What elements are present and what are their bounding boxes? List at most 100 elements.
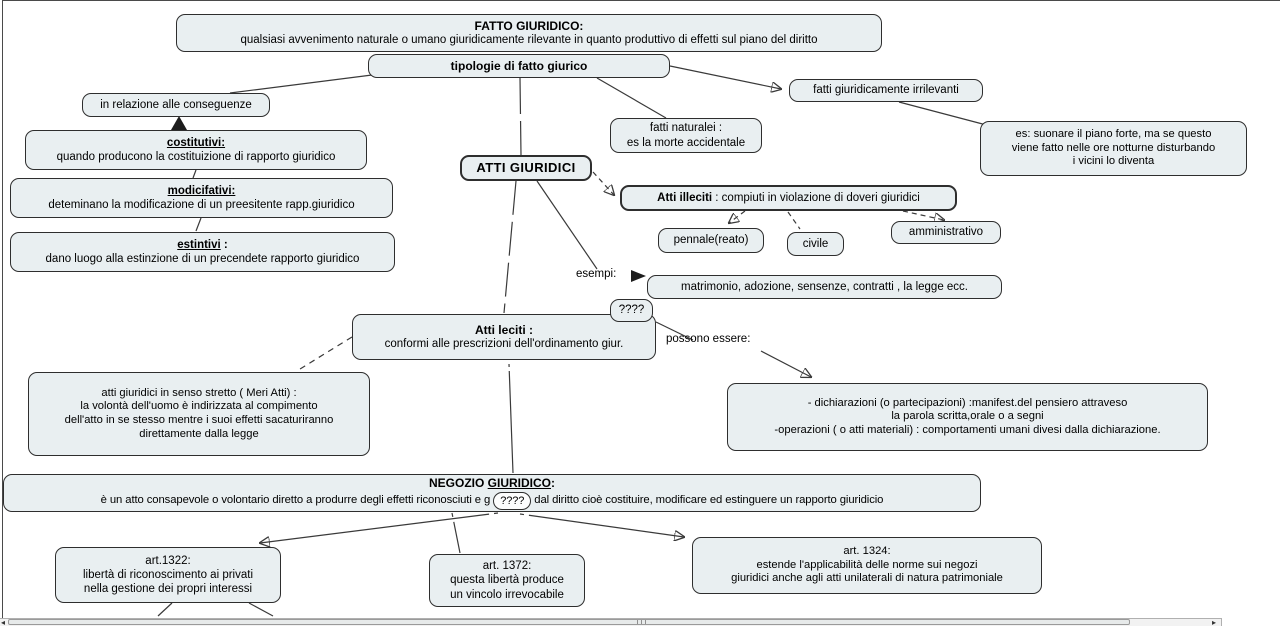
node-costitutivi[interactable]: costitutivi: quando producono la costitu… [25,130,367,170]
connector-tipologie-fattinaturalei [596,77,667,119]
connector-illeciti-civile [787,211,801,230]
horizontal-scrollbar-thumb[interactable] [8,619,1130,625]
node-line4: direttamente dalla legge [139,427,259,440]
node-desc: quando producono la costituizione di rap… [56,151,336,163]
node-line3: -operazioni ( o atti materiali) : compor… [774,423,1161,436]
node-label: civile [802,237,829,250]
node-fatti-naturalei[interactable]: fatti naturalei : es la morte accidental… [610,118,762,153]
scrollbar-right-arrow-icon[interactable]: ▸ [1212,618,1217,626]
node-title: Atti leciti : [474,322,533,337]
scrollbar-grip-icon [645,620,646,624]
connector-attileciti-sensostretto [299,336,353,370]
connector-q1-possono [655,321,694,341]
connector-art1322-below-left [157,602,173,617]
node-line1: atti giuridici in senso stretto ( Meri A… [101,386,297,399]
node-title: art. 1372: [482,560,532,573]
connector-possono-dichiarazioni [760,350,811,377]
node-line1: questa libertà produce [450,574,564,587]
node-desc: dano luogo alla estinzione di un precend… [45,253,360,265]
node-atti-giuridici[interactable]: ATTI GIURIDICI [460,155,592,181]
node-label: fatti giuridicamente irrilevanti [813,84,959,97]
node-civile[interactable]: civile [787,232,844,256]
node-desc: conformi alle prescrizioni dell'ordiname… [384,338,624,351]
node-modicifativi[interactable]: modicifativi: deteminano la modificazion… [10,178,393,218]
link-label-possono-essere[interactable]: possono essere: [666,333,751,345]
node-art-1324[interactable]: art. 1324: estende l'applicabilità delle… [692,537,1042,594]
arrow-esempi [631,270,646,282]
node-art-1372[interactable]: art. 1372: questa libertà produce un vin… [429,554,585,607]
node-in-relazione[interactable]: in relazione alle conseguenze [82,93,270,117]
node-esempi-matrimonio[interactable]: matrimonio, adozione, sensenze, contratt… [647,275,1002,299]
node-atti-illeciti[interactable]: Atti illeciti : compiuti in violazione d… [620,185,957,211]
node-line3: i vicini lo diventa [1072,155,1155,168]
scrollbar-grip-icon [637,620,638,624]
node-art-1322[interactable]: art.1322: libertà di riconoscimento ai p… [55,547,281,603]
arrow-up-costitutivi [171,116,187,130]
canvas-left-border [2,0,3,619]
node-label: ATTI GIURIDICI [476,160,576,176]
connector-negozio-art1324 [519,513,684,537]
node-question-2[interactable]: ???? [493,491,532,510]
node-label: Atti illeciti : compiuti in violazione d… [657,191,920,204]
connector-illeciti-pennale [729,210,746,223]
connector-modicifativi-estintivi [195,217,202,232]
node-title: modicifativi: [167,184,236,197]
node-line2: nella gestione dei propri interessi [83,583,253,595]
node-dichiarazioni-operazioni[interactable]: - dichiarazioni (o partecipazioni) :mani… [727,383,1208,451]
node-line2: es la morte accidentale [626,136,746,149]
connector-tipologie-irrilevanti [669,65,781,89]
node-title: NEGOZIO GIURIDICO: [428,476,555,491]
connector-art1322-below-right [248,602,274,617]
node-label: pennale(reato) [673,234,749,247]
connector-illeciti-amministrativo [902,210,944,220]
node-line3: dell'atto in se stesso mentre i suoi eff… [64,414,334,426]
connector-tipologie-attigiuridici [519,77,522,156]
node-line1: estende l'applicabilità delle norme sui … [756,558,978,571]
node-tipologie[interactable]: tipologie di fatto giurico [368,54,670,78]
connector-irrilevanti-espiano [898,101,995,128]
scrollbar-left-arrow-icon[interactable]: ◂ [1,618,6,626]
node-label: ???? [618,304,645,317]
node-desc: qualsiasi avvenimento naturale o umano g… [240,34,818,47]
node-pennale[interactable]: pennale(reato) [658,228,764,253]
scrollbar-grip-icon [641,620,642,624]
node-question-1[interactable]: ???? [610,299,653,322]
connector-costitutivi-modicifativi [192,169,197,179]
node-label: tipologie di fatto giurico [450,58,588,73]
node-title: costitutivi: [166,136,226,149]
node-line2: giuridici anche agli atti unilaterali di… [731,572,1003,585]
node-fatti-irrilevanti[interactable]: fatti giuridicamente irrilevanti [789,79,983,102]
node-line2: un vincolo irrevocabile [450,588,564,601]
node-title: art. 1324: [843,545,891,558]
node-desc: è un atto consapevole o volontario diret… [101,491,883,510]
node-negozio-giuridico[interactable]: NEGOZIO GIURIDICO: è un atto consapevole… [3,474,981,512]
connector-negozio-art1372 [451,512,461,554]
node-line2: la parola scritta,orale o a segni [891,410,1044,423]
node-amministrativo[interactable]: amministrativo [891,221,1001,244]
node-label: in relazione alle conseguenze [100,98,252,111]
node-atti-leciti[interactable]: Atti leciti : conformi alle prescrizioni… [352,314,656,360]
connector-attigiuridici-esempi [536,180,598,270]
link-label-esempi[interactable]: esempi: [576,268,617,280]
connector-attigiuridici-attiilleciti [592,171,614,195]
node-es-suonare-piano[interactable]: es: suonare il piano forte, ma se questo… [980,121,1247,176]
node-label: amministrativo [908,226,984,239]
node-line2: viene fatto nelle ore notturne disturban… [1011,141,1216,154]
node-title: FATTO GIURIDICO: [474,18,584,33]
node-line1: - dichiarazioni (o partecipazioni) :mani… [807,396,1128,409]
node-title: estintivi : [177,238,228,251]
node-desc: deteminano la modificazione di un preesi… [48,199,355,211]
connector-negozio-art1322 [260,512,499,543]
node-line1: libertà di riconoscimento ai privati [82,568,254,581]
node-label: matrimonio, adozione, sensenze, contratt… [680,280,969,293]
node-estintivi[interactable]: estintivi : dano luogo alla estinzione d… [10,232,395,272]
node-line1: es: suonare il piano forte, ma se questo [1015,128,1212,141]
node-fatto-giuridico[interactable]: FATTO GIURIDICO: qualsiasi avvenimento n… [176,14,882,52]
connector-attileciti-negozio [508,363,514,474]
node-title: art.1322: [145,554,191,567]
connector-attigiuridici-attileciti [503,180,517,314]
node-atti-senso-stretto[interactable]: atti giuridici in senso stretto ( Meri A… [28,372,370,456]
node-line1: fatti naturalei : [649,122,723,135]
